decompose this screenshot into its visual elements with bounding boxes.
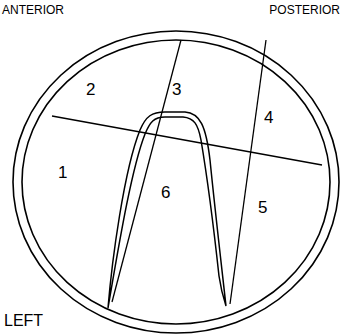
direction-label: POSTERIOR bbox=[269, 4, 340, 16]
inner-wall bbox=[22, 40, 330, 324]
region-number: 3 bbox=[172, 81, 181, 98]
region-number: 5 bbox=[258, 199, 267, 216]
division-line bbox=[112, 40, 181, 302]
region-number: 6 bbox=[161, 184, 170, 201]
region-number: 2 bbox=[86, 81, 95, 98]
division-line bbox=[52, 116, 322, 165]
region-number: 1 bbox=[58, 164, 67, 181]
direction-label: ANTERIOR bbox=[2, 4, 64, 16]
outer-wall bbox=[13, 31, 339, 333]
region-number: 4 bbox=[264, 109, 273, 126]
direction-label: LEFT bbox=[4, 313, 43, 329]
cavity-outline bbox=[108, 112, 226, 308]
division-line bbox=[230, 40, 266, 304]
